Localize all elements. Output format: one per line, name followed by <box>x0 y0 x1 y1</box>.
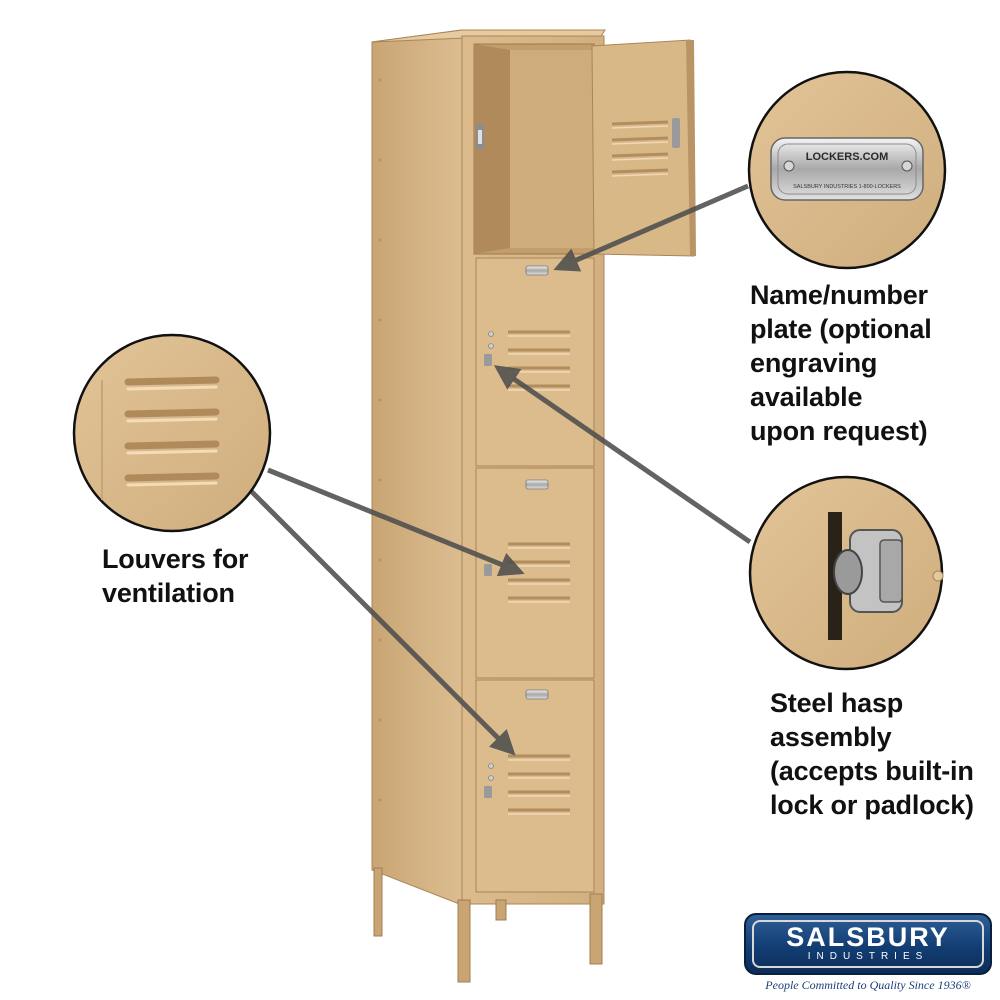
nameplate-line1: LOCKERS.COM <box>806 151 889 163</box>
nameplate-line2: SALSBURY INDUSTRIES 1-800-LOCKERS <box>793 184 901 190</box>
open-compartment <box>473 43 595 255</box>
door-3 <box>475 467 595 679</box>
hasp-closeup <box>748 475 944 671</box>
logo-subtitle: INDUSTRIES <box>807 951 929 962</box>
louvers-closeup <box>72 333 272 533</box>
arrow-hasp <box>493 365 752 545</box>
arrow-louvers-upper <box>267 467 525 577</box>
open-door <box>591 39 696 257</box>
door-4 <box>475 679 595 893</box>
arrow-louvers-lower <box>248 488 516 756</box>
logo-badge: SALSBURY INDUSTRIES <box>744 913 992 975</box>
locker-legs <box>373 867 603 983</box>
nameplate-closeup: LOCKERS.COM SALSBURY INDUSTRIES 1-800-LO… <box>747 70 947 270</box>
logo-tagline: People Committed to Quality Since 1936® <box>765 978 971 992</box>
logo-inner-border <box>752 920 984 968</box>
louvers-callout-label: Louvers for ventilation <box>102 544 249 608</box>
arrow-nameplate <box>553 183 749 272</box>
hasp-callout-label: Steel hasp assembly (accepts built-in lo… <box>770 688 974 820</box>
door-2 <box>475 257 595 467</box>
callout-arrows <box>248 183 752 756</box>
nameplate-callout-label: Name/number plate (optional engraving av… <box>750 280 932 446</box>
salsbury-logo: SALSBURY INDUSTRIES <box>744 913 992 975</box>
logo-name: SALSBURY <box>786 922 950 952</box>
